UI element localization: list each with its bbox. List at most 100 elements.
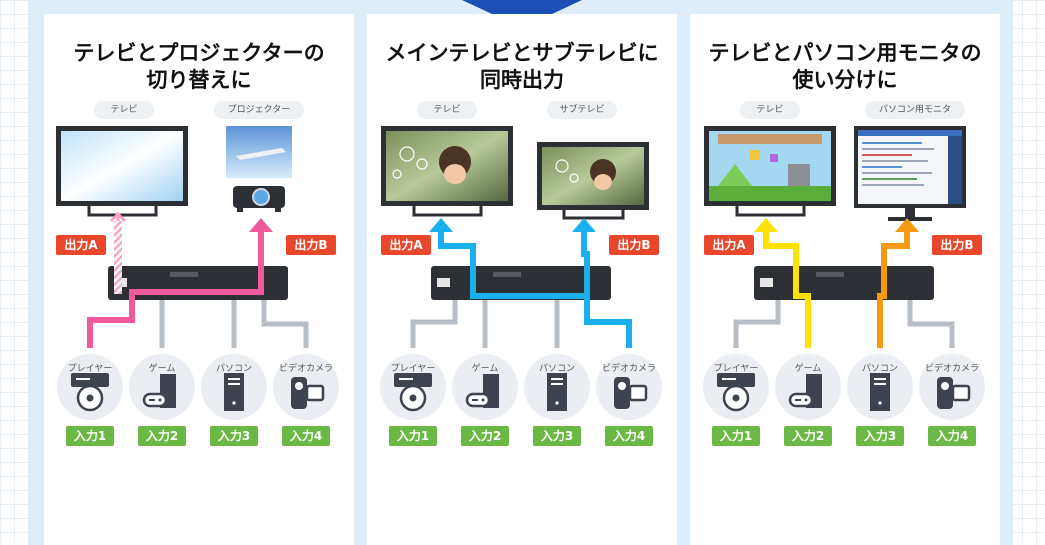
device-camera: ビデオカメラ [919,354,985,420]
hdmi-switcher [754,266,934,300]
input-2-label: 入力2 [461,426,509,446]
output-b-arrow [249,218,273,232]
input-3-label: 入力3 [210,426,258,446]
connection-diagram [704,126,966,348]
input-4-label: 入力4 [605,426,653,446]
signal-path-input1-to-outputB [87,229,264,348]
pc-icon [224,373,244,411]
pc-icon [870,373,890,411]
device-player: プレイヤー [703,354,769,420]
device-label: ゲーム [471,364,499,374]
output-a-arrow [429,218,453,232]
camera-icon [291,377,325,409]
device-label: パソコン [861,364,898,374]
game-icon [788,374,822,408]
device-camera: ビデオカメラ [596,354,662,420]
brand-logo [437,278,450,287]
brand-logo [760,278,773,287]
screen-a-label: テレビ [94,101,154,119]
projector [226,126,292,212]
sub-tv-display [537,142,649,220]
connection-diagram [381,126,649,348]
device-label: ゲーム [148,364,176,374]
connection-diagram [56,126,309,348]
tv-stand [87,206,158,217]
device-game: ゲーム [129,354,195,420]
input-1-label: 入力1 [712,426,760,446]
output-a-label: 出力A [381,235,431,255]
device-label: ゲーム [794,364,822,374]
device-label: プレイヤー [713,364,759,374]
output-b-arrow [895,218,919,232]
device-label: パソコン [538,364,575,374]
output-a-arrow [754,218,778,232]
projector-lens [252,188,270,206]
screen-a-label: テレビ [417,101,477,119]
tv-display [704,126,836,217]
screen-a-label: テレビ [740,101,800,119]
game-icon [465,374,499,408]
title-line-1: テレビとプロジェクターの [73,41,325,65]
device-label: プレイヤー [67,364,113,374]
device-label: ビデオカメラ [924,364,979,374]
input-4-label: 入力4 [928,426,976,446]
device-pc: パソコン [524,354,590,420]
title-line-2: 使い分けに [792,68,898,92]
device-label: パソコン [215,364,252,374]
device-label: プレイヤー [390,364,436,374]
device-label: ビデオカメラ [601,364,656,374]
title-line-2: 切り替えに [146,68,252,92]
input-4-label: 入力4 [282,426,330,446]
player-icon [394,373,432,412]
device-player: プレイヤー [380,354,446,420]
panel-title: テレビとパソコン用モニタの 使い分けに [690,40,1000,94]
signal-path-input4-to-outputA [438,229,632,348]
camera-icon [614,377,648,409]
title-line-1: メインテレビとサブテレビに [385,41,659,65]
output-b-label: 出力B [286,235,336,255]
input-2-label: 入力2 [138,426,186,446]
output-b-label: 出力B [932,235,982,255]
pc-monitor [854,126,966,221]
screen-b-label: プロジェクター [214,101,304,119]
screen-b-label: パソコン用モニタ [865,101,965,119]
input-1-label: 入力1 [66,426,114,446]
output-a-label: 出力A [56,235,106,255]
airplane-icon [236,148,286,160]
device-game: ゲーム [775,354,841,420]
device-label: ビデオカメラ [278,364,333,374]
device-pc: パソコン [201,354,267,420]
signal-path-input2-to-outputA [763,229,811,348]
device-player: プレイヤー [57,354,123,420]
output-b-label: 出力B [609,235,659,255]
inactive-wires [410,298,560,348]
main-tv-display [381,126,513,217]
player-icon [71,373,109,412]
device-game: ゲーム [452,354,518,420]
signal-path-input3-to-outputB [877,229,910,348]
panel-tv-projector: テレビとプロジェクターの 切り替えに テレビ プロジェクター [44,14,354,545]
title-line-2: 同時出力 [480,68,564,92]
output-a-label: 出力A [704,235,754,255]
input-3-label: 入力3 [533,426,581,446]
device-camera: ビデオカメラ [273,354,339,420]
camera-icon [937,377,971,409]
output-a-line-disabled [114,221,122,294]
inactive-wires [733,298,955,348]
inactive-wires [159,298,309,348]
output-b-arrow [572,218,596,232]
input-3-label: 入力3 [856,426,904,446]
input-1-label: 入力1 [389,426,437,446]
panel-main-sub-tv: メインテレビとサブテレビに 同時出力 テレビ サブテレビ [367,14,677,545]
player-icon [717,373,755,412]
device-pc: パソコン [847,354,913,420]
title-line-1: テレビとパソコン用モニタの [708,41,982,65]
panel-tv-pc-monitor: テレビとパソコン用モニタの 使い分けに テレビ パソコン用モニタ [690,14,1000,545]
panel-title: テレビとプロジェクターの 切り替えに [44,40,354,94]
input-2-label: 入力2 [784,426,832,446]
game-icon [142,374,176,408]
pc-icon [547,373,567,411]
signal-path-input4-to-outputB [581,229,590,296]
tv-display [56,126,188,217]
screen-b-label: サブテレビ [547,101,617,119]
